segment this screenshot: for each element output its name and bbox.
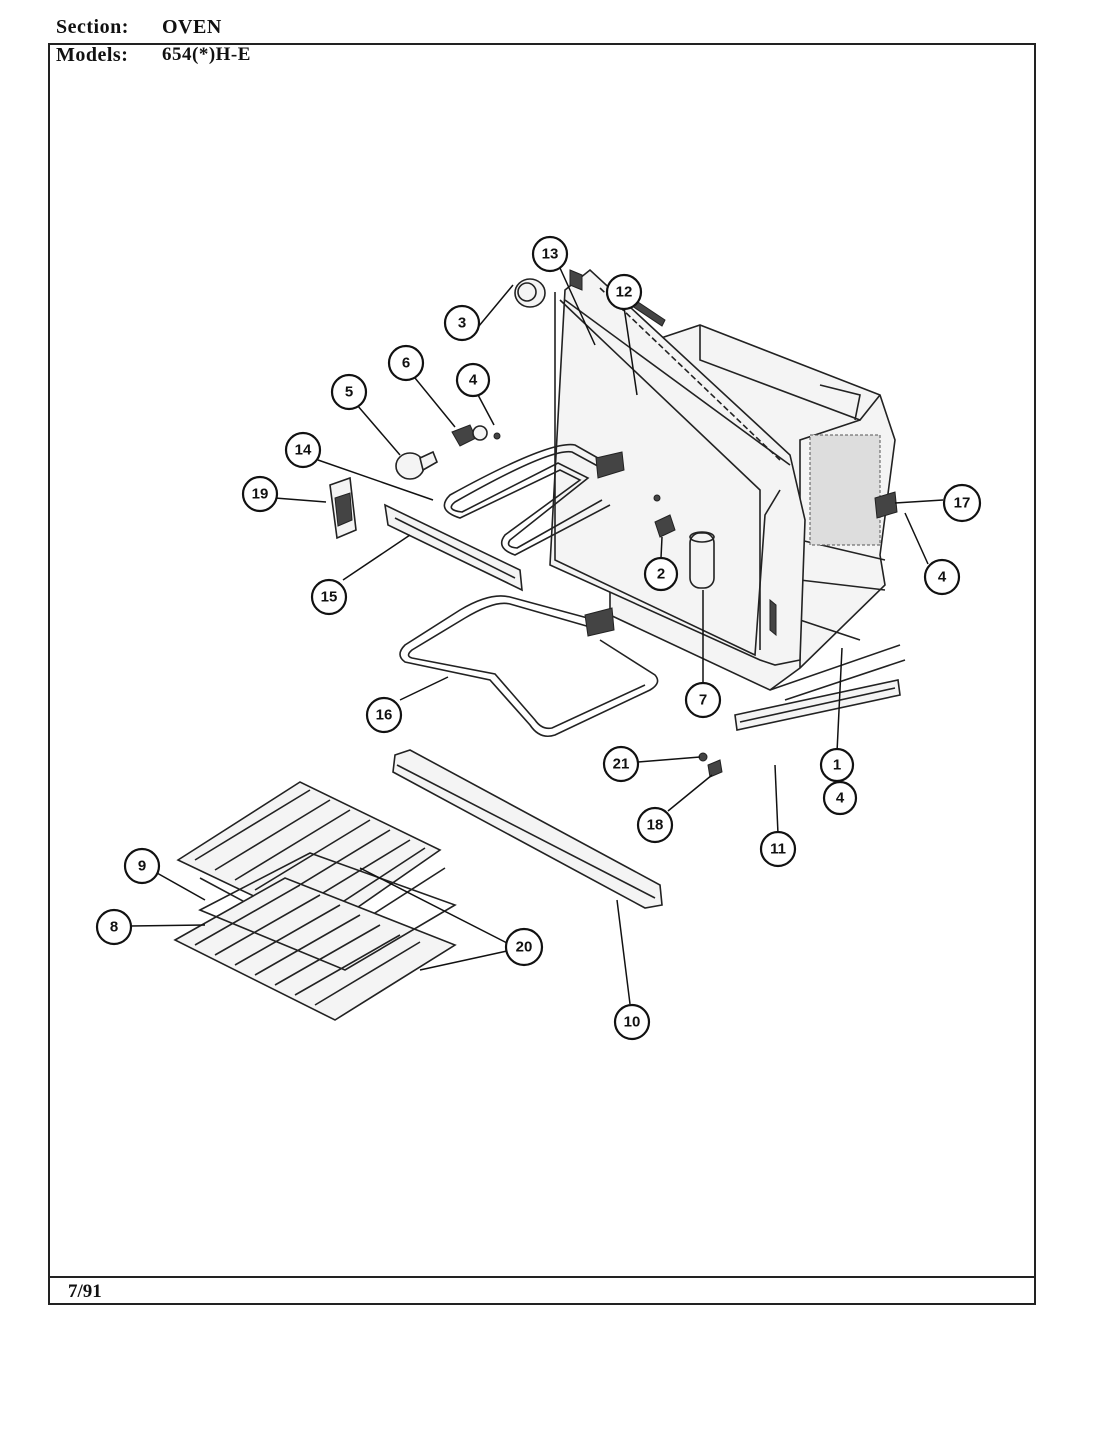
footer-date: 7/91 (68, 1281, 102, 1302)
svg-text:1: 1 (833, 757, 841, 774)
callout-1: 1 (819, 747, 855, 783)
svg-text:3: 3 (458, 315, 466, 332)
callout-14: 14 (284, 431, 322, 469)
footer-divider (48, 1276, 1036, 1278)
vent-grille (329, 476, 357, 540)
svg-text:11: 11 (770, 841, 786, 858)
svg-text:4: 4 (938, 569, 947, 586)
svg-text:19: 19 (252, 486, 269, 503)
callout-6: 6 (387, 344, 425, 382)
svg-text:21: 21 (613, 756, 630, 773)
callout-11: 11 (759, 830, 797, 868)
oven-light-lens (514, 278, 546, 308)
diagram-frame (48, 43, 1036, 1305)
svg-text:10: 10 (624, 1014, 641, 1031)
svg-text:4: 4 (836, 790, 845, 807)
svg-text:12: 12 (616, 284, 633, 301)
models-label: Models: (56, 44, 129, 66)
svg-text:20: 20 (516, 939, 533, 956)
svg-text:6: 6 (402, 355, 410, 372)
callout-4-light: 4 (455, 362, 491, 398)
callout-15: 15 (310, 578, 348, 616)
callout-13: 13 (531, 235, 569, 273)
svg-text:4: 4 (469, 372, 478, 389)
svg-text:13: 13 (542, 246, 559, 263)
light-bulb (395, 450, 439, 480)
callout-19: 19 (241, 475, 279, 513)
sensor-clip (653, 494, 676, 538)
oven-rack-lower (173, 877, 457, 1021)
section-label: Section: (56, 16, 129, 38)
thermostat-bulb (689, 531, 715, 589)
models-value: 654(*)H-E (162, 44, 251, 65)
callout-18: 18 (636, 806, 674, 844)
side-trim (734, 679, 901, 731)
svg-text:18: 18 (647, 817, 664, 834)
rack-frame-middle (198, 852, 457, 971)
callout-5: 5 (330, 373, 368, 411)
light-socket (451, 424, 501, 447)
door-hinge-receptacle (874, 491, 898, 519)
callout-20: 20 (504, 927, 544, 967)
callout-2: 2 (643, 556, 679, 592)
callout-7: 7 (684, 681, 722, 719)
callout-3: 3 (443, 304, 481, 342)
callout-4-trim: 4 (822, 780, 858, 816)
section-value: OVEN (162, 16, 222, 38)
svg-text:16: 16 (376, 707, 393, 724)
callout-10: 10 (613, 1003, 651, 1041)
svg-text:7: 7 (699, 692, 707, 709)
callout-12: 12 (605, 273, 643, 311)
callout-21: 21 (602, 745, 640, 783)
svg-text:9: 9 (138, 858, 146, 875)
leader-lines (129, 267, 944, 1005)
svg-text:8: 8 (110, 919, 118, 936)
callout-17: 17 (942, 483, 982, 523)
bake-element (399, 595, 659, 738)
svg-text:14: 14 (295, 442, 312, 459)
callout-16: 16 (365, 696, 403, 734)
svg-text:17: 17 (954, 495, 971, 512)
svg-text:5: 5 (345, 384, 353, 401)
trim-screw (698, 752, 708, 762)
bottom-rail (392, 749, 663, 909)
door-frame-gasket (549, 268, 806, 666)
trim-clip (707, 759, 723, 778)
callout-4-hinge: 4 (923, 558, 961, 596)
callout-8: 8 (95, 908, 133, 946)
svg-text:15: 15 (321, 589, 338, 606)
callout-9: 9 (123, 847, 161, 885)
broil-trim-panel (383, 503, 523, 592)
svg-text:2: 2 (657, 566, 665, 583)
broil-element (443, 443, 625, 556)
